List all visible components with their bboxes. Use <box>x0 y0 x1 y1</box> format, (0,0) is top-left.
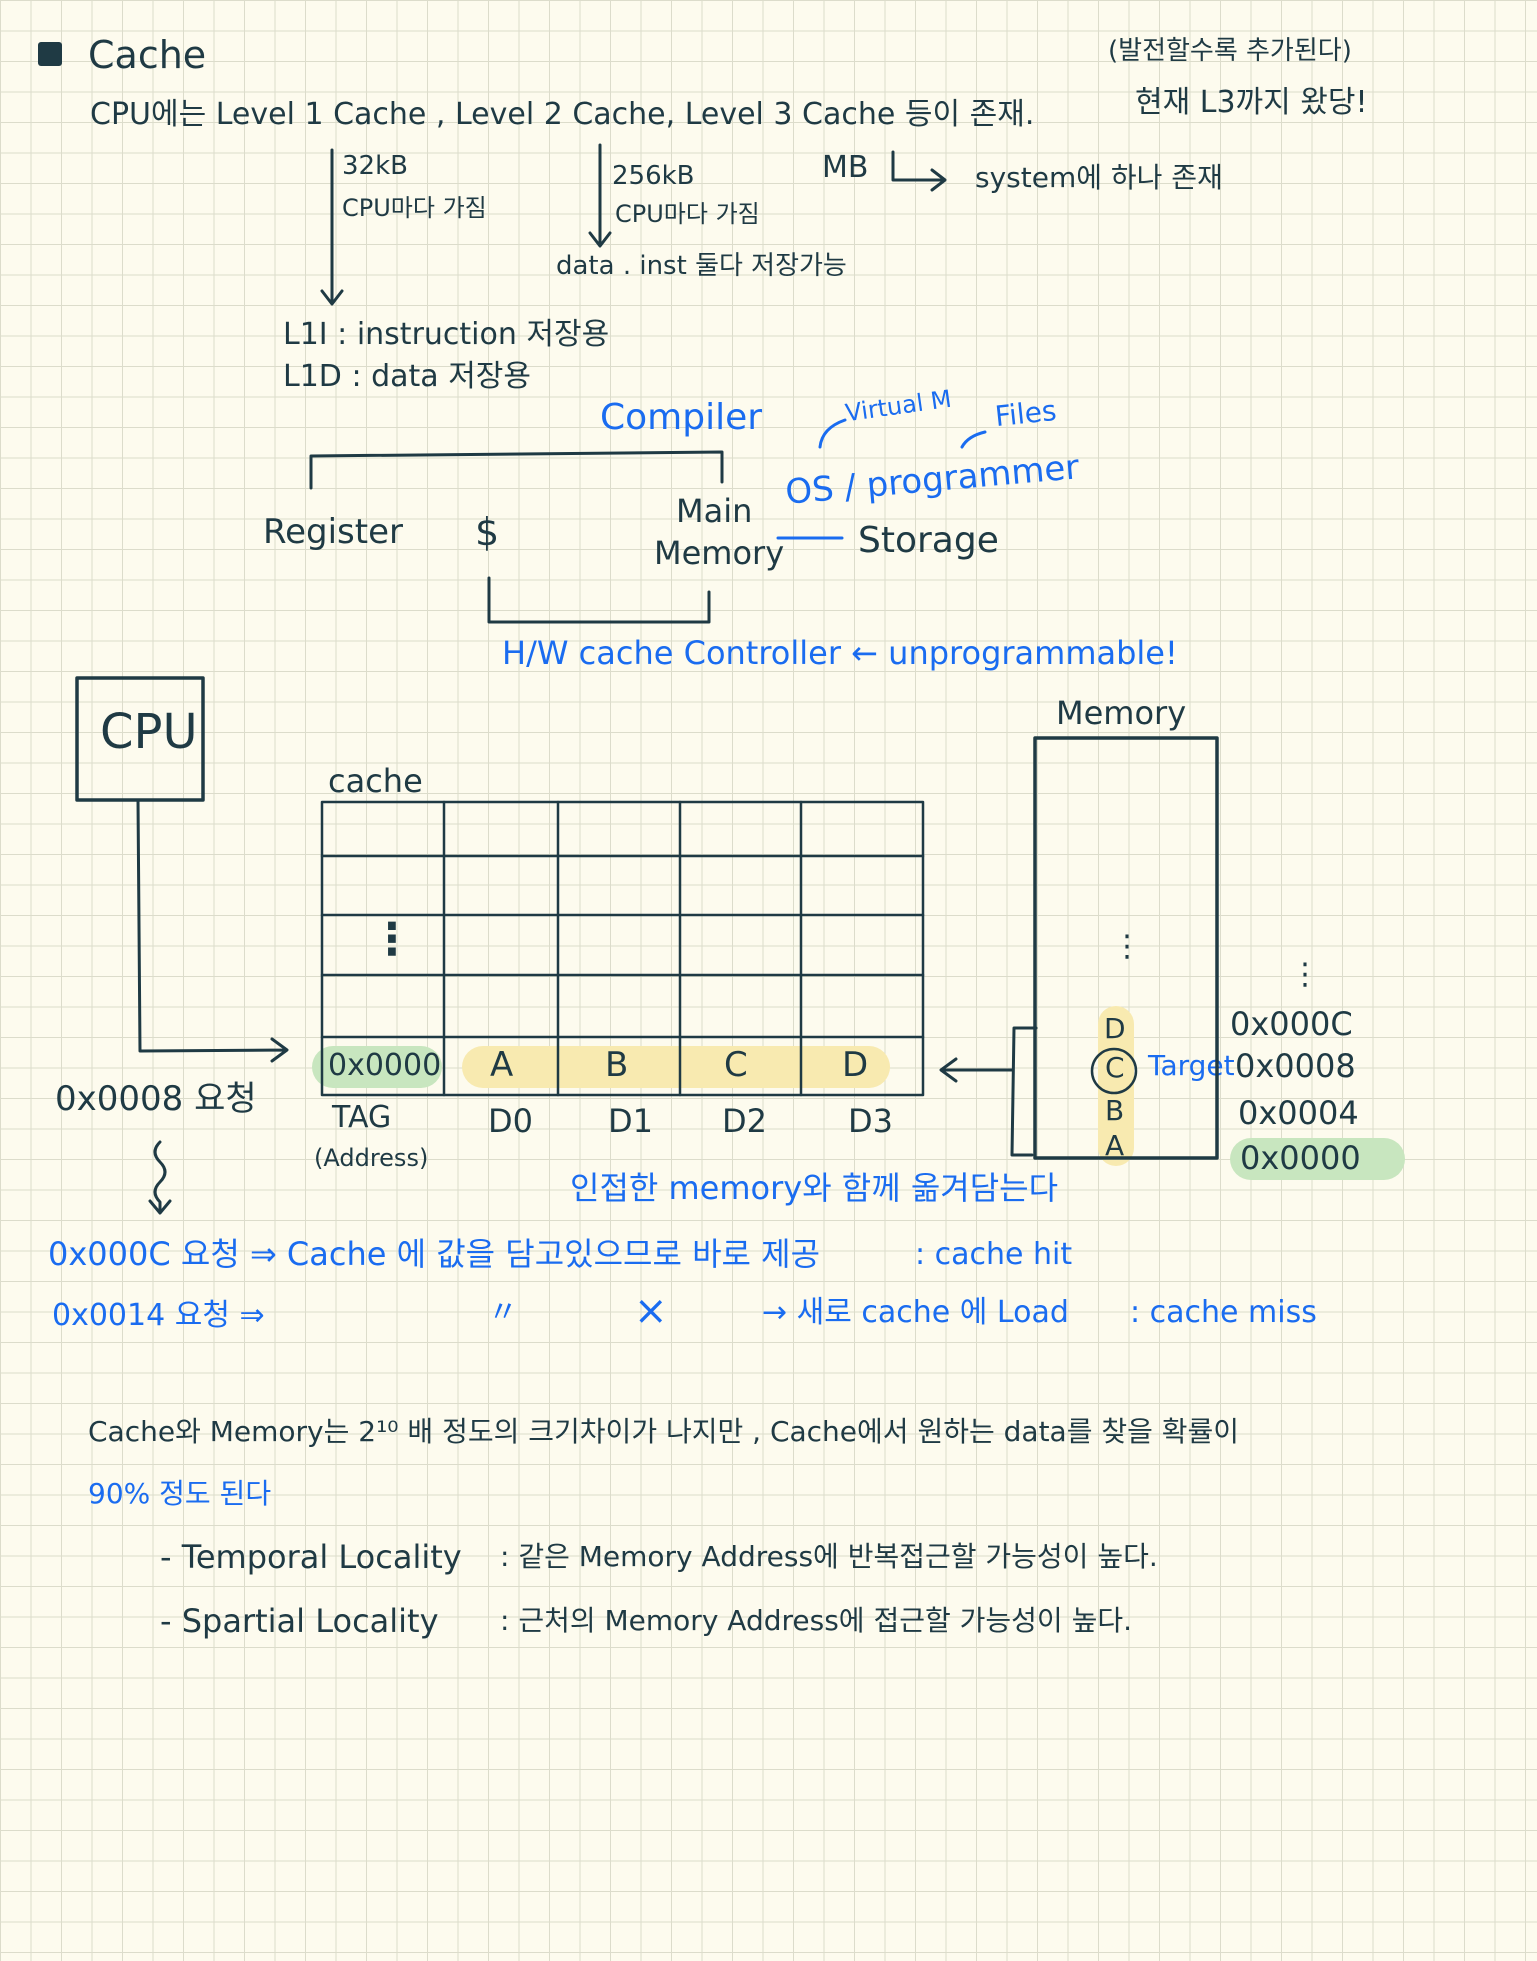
cache-symbol: $ <box>475 510 500 554</box>
l1d-line: L1D : data 저장용 <box>283 359 531 394</box>
target-label: Target <box>1148 1049 1235 1082</box>
address-label: 0x000C <box>1230 1005 1353 1043</box>
bullet-square-icon <box>38 42 62 66</box>
column-label: D1 <box>608 1102 653 1140</box>
summary-line-2: 90% 정도 된다 <box>88 1477 272 1510</box>
register-label: Register <box>263 512 403 552</box>
l2-arrow <box>588 143 612 248</box>
hit-label: : cache hit <box>915 1237 1073 1272</box>
adjacent-note: 인접한 memory와 함께 옮겨담는다 <box>570 1169 1059 1207</box>
squiggle-arrow <box>148 1140 172 1215</box>
compiler-label: Compiler <box>600 397 763 438</box>
cpu-box <box>75 676 205 802</box>
memory-label: Memory <box>654 534 785 572</box>
column-label: D2 <box>722 1102 767 1140</box>
l1-desc: CPU마다 가짐 <box>342 194 487 222</box>
l1-size: 32kB <box>342 151 408 181</box>
memory-box <box>1033 736 1219 1160</box>
column-label: D3 <box>848 1102 893 1140</box>
compiler-bracket <box>309 450 724 490</box>
miss-x: × <box>634 1288 668 1334</box>
virtual-hook <box>818 418 847 449</box>
memory-cell: B <box>1105 1094 1125 1127</box>
cpu-label: CPU <box>100 704 198 760</box>
hw-bracket <box>487 576 711 624</box>
levels-intro: CPU에는 Level 1 Cache , Level 2 Cache, Lev… <box>90 97 1035 132</box>
memory-box-label: Memory <box>1056 694 1187 732</box>
address-ellipsis: ⋮ <box>1290 957 1320 992</box>
cache-data-cell: A <box>490 1045 514 1085</box>
address-label: 0x0000 <box>1240 1139 1361 1177</box>
memory-bracket <box>1010 1026 1038 1157</box>
l2-size: 256kB <box>612 161 695 191</box>
cache-tag-cell: 0x0000 <box>328 1048 442 1083</box>
side-note-1: (발전할수록 추가된다) <box>1108 36 1352 66</box>
miss-ditto: 〃 <box>488 1295 518 1330</box>
l3-desc: system에 하나 존재 <box>975 161 1223 194</box>
l3-arrow <box>891 150 947 192</box>
memory-to-cache-arrow <box>939 1057 1014 1083</box>
summary-line-1: Cache와 Memory는 2¹⁰ 배 정도의 크기차이가 나지만 , Cac… <box>88 1415 1240 1448</box>
cache-data-cell: C <box>724 1045 748 1085</box>
cache-table-label: cache <box>328 762 423 800</box>
cpu-to-cache-arrow <box>136 798 289 1063</box>
column-label: D0 <box>488 1102 533 1140</box>
address-label: 0x0004 <box>1238 1094 1359 1132</box>
miss-address: 0x0014 요청 ⇒ <box>52 1298 265 1333</box>
hw-controller-note: H/W cache Controller ← unprogrammable! <box>502 634 1178 672</box>
address-highlight <box>1230 1138 1405 1180</box>
l2-desc: CPU마다 가짐 <box>615 200 760 228</box>
miss-label: : cache miss <box>1130 1295 1317 1330</box>
cache-ellipsis: ⋮ <box>370 914 414 965</box>
main-label: Main <box>676 492 753 530</box>
temporal-term: - Temporal Locality <box>160 1538 462 1576</box>
cache-table <box>320 800 925 1097</box>
cache-row-lines <box>320 854 925 1039</box>
cache-data-cell: B <box>605 1045 629 1085</box>
miss-action: → 새로 cache 에 Load <box>762 1295 1069 1330</box>
side-note-2: 현재 L3까지 왔당! <box>1135 85 1368 120</box>
address-label: 0x0008 <box>1235 1047 1356 1085</box>
target-circle <box>1090 1047 1138 1095</box>
request-label: 0x0008 요청 <box>55 1079 257 1119</box>
memory-cell: C <box>1105 1051 1125 1084</box>
spatial-term: - Spartial Locality <box>160 1602 439 1640</box>
memory-cell: D <box>1104 1012 1126 1045</box>
l3-size: MB <box>822 150 869 185</box>
memory-ellipsis: ⋮ <box>1112 929 1142 964</box>
temporal-desc: : 같은 Memory Address에 반복접근할 가능성이 높다. <box>500 1540 1158 1573</box>
section-title: Cache <box>88 33 207 77</box>
cache-data-cell: D <box>842 1045 869 1085</box>
tag-highlight <box>312 1046 442 1088</box>
memory-highlight <box>1098 1006 1134 1166</box>
l1i-line: L1I : instruction 저장용 <box>283 317 610 352</box>
l2-data-note: data . inst 둘다 저장가능 <box>556 251 847 281</box>
tag-sublabel: (Address) <box>314 1144 429 1172</box>
cache-col-lines <box>442 800 803 1097</box>
storage-label: Storage <box>858 520 999 561</box>
hit-line: 0x000C 요청 ⇒ Cache 에 값을 담고있으므로 바로 제공 <box>48 1235 821 1273</box>
memory-cell: A <box>1105 1129 1125 1162</box>
files-hook <box>960 430 987 449</box>
spatial-desc: : 근처의 Memory Address에 접근할 가능성이 높다. <box>500 1604 1132 1637</box>
data-highlight <box>462 1046 890 1088</box>
l1-arrow <box>320 148 344 306</box>
tag-label: TAG <box>332 1100 392 1135</box>
